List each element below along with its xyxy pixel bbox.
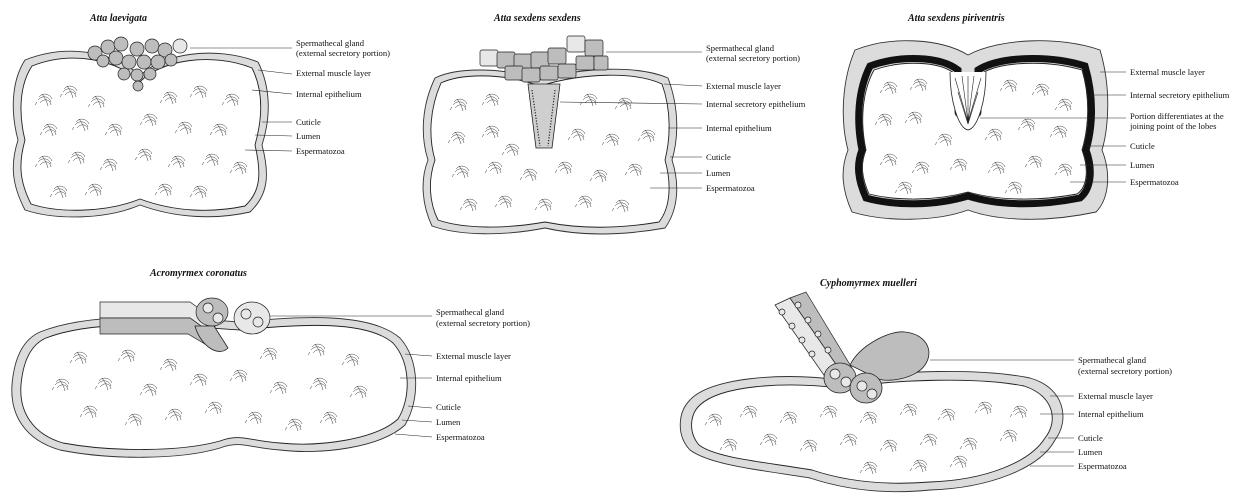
label-internal-epithelium: Internal epithelium bbox=[296, 89, 362, 99]
panel-acromyrmex-coronatus: Acromyrmex coronatus bbox=[12, 268, 530, 457]
label-cuticle: Cuticle bbox=[1078, 433, 1103, 443]
panel-atta-laevigata: Atta laevigata bbox=[13, 13, 390, 217]
label-internal-epithelium: Internal epithelium bbox=[706, 123, 772, 133]
label-spermathecal-gland: Spermathecal gland bbox=[706, 43, 775, 53]
panel-atta-sexdens-sexdens: Atta sexdens sexdens bbox=[423, 13, 806, 234]
label-gland-portion: (external secretory portion) bbox=[296, 48, 390, 58]
label-spermathecal-gland: Spermathecal gland bbox=[296, 38, 365, 48]
label-internal-epithelium: Internal epithelium bbox=[1078, 409, 1144, 419]
label-external-muscle-layer: External muscle layer bbox=[706, 81, 781, 91]
panel-title: Atta sexdens sexdens bbox=[493, 13, 581, 24]
label-portion-differentiates: Portion differentiates at the bbox=[1130, 111, 1224, 121]
label-espermatozoa: Espermatozoa bbox=[436, 432, 485, 442]
label-espermatozoa: Espermatozoa bbox=[1078, 461, 1127, 471]
label-espermatozoa: Espermatozoa bbox=[706, 183, 755, 193]
panel-title: Cyphomyrmex muelleri bbox=[820, 278, 917, 289]
label-internal-secretory-epithelium: Internal secretory epithelium bbox=[1130, 90, 1230, 100]
label-gland-portion: (external secretory portion) bbox=[436, 318, 530, 328]
label-gland-portion: (external secretory portion) bbox=[1078, 366, 1172, 376]
label-joining-point: joining point of the lobes bbox=[1129, 121, 1217, 131]
label-cuticle: Cuticle bbox=[436, 402, 461, 412]
label-external-muscle-layer: External muscle layer bbox=[436, 351, 511, 361]
label-spermathecal-gland: Spermathecal gland bbox=[1078, 355, 1147, 365]
panel-title: Atta laevigata bbox=[89, 13, 147, 24]
label-cuticle: Cuticle bbox=[706, 152, 731, 162]
label-cuticle: Cuticle bbox=[1130, 141, 1155, 151]
label-internal-epithelium: Internal epithelium bbox=[436, 373, 502, 383]
label-external-muscle-layer: External muscle layer bbox=[1130, 67, 1205, 77]
label-gland-portion: (external secretory portion) bbox=[706, 53, 800, 63]
panel-title: Atta sexdens piriventris bbox=[907, 13, 1005, 24]
label-lumen: Lumen bbox=[706, 168, 731, 178]
label-external-muscle-layer: External muscle layer bbox=[296, 68, 371, 78]
label-spermathecal-gland: Spermathecal gland bbox=[436, 307, 505, 317]
label-external-muscle-layer: External muscle layer bbox=[1078, 391, 1153, 401]
label-lumen: Lumen bbox=[436, 417, 461, 427]
label-espermatozoa: Espermatozoa bbox=[296, 146, 345, 156]
label-internal-secretory-epithelium: Internal secretory epithelium bbox=[706, 99, 806, 109]
label-lumen: Lumen bbox=[1078, 447, 1103, 457]
panel-cyphomyrmex-muelleri: Cyphomyrmex muelleri bbox=[680, 278, 1172, 492]
label-lumen: Lumen bbox=[296, 131, 321, 141]
panel-title: Acromyrmex coronatus bbox=[149, 268, 247, 279]
label-lumen: Lumen bbox=[1130, 160, 1155, 170]
label-espermatozoa: Espermatozoa bbox=[1130, 177, 1179, 187]
panel-atta-sexdens-piriventris: Atta sexdens piriventris External muscle… bbox=[843, 13, 1230, 219]
label-cuticle: Cuticle bbox=[296, 117, 321, 127]
